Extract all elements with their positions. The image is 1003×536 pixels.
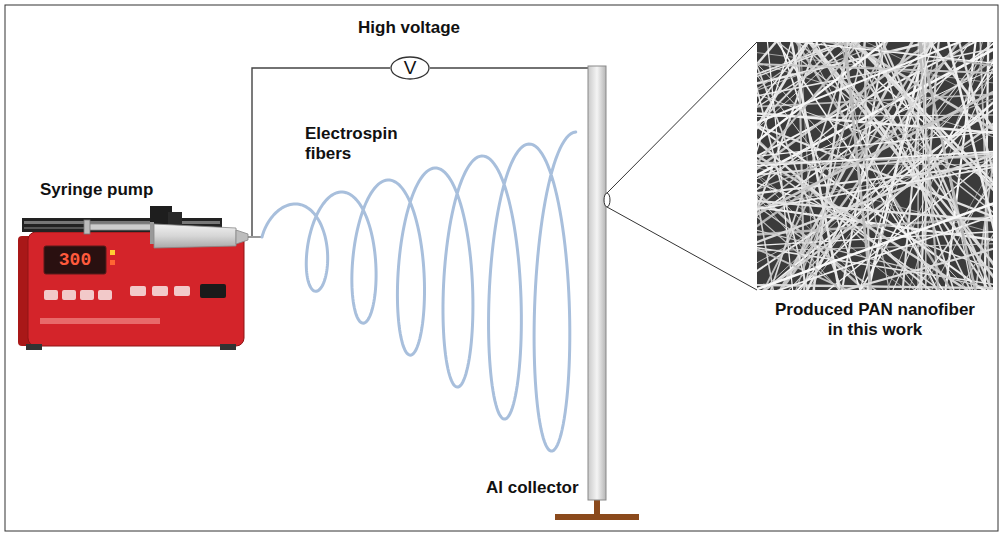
nanofiber-strand	[757, 50, 993, 290]
nanofiber-strand	[917, 42, 919, 290]
meter-ellipse	[391, 57, 429, 79]
nanofiber-strand	[757, 152, 993, 290]
nanofiber-strand	[757, 103, 993, 261]
zoom-line	[607, 42, 757, 193]
nanofiber-strand	[757, 42, 993, 290]
nanofiber-strand	[757, 42, 993, 104]
syringe	[84, 220, 262, 248]
wire	[430, 68, 597, 72]
nanofiber-strand	[757, 42, 993, 290]
nanofiber-strand	[757, 187, 993, 253]
nanofiber-strand	[757, 42, 993, 290]
nanofiber-strand	[757, 232, 993, 256]
nanofiber-strand	[757, 113, 993, 118]
zoom-line	[607, 207, 757, 290]
syringe-pump	[18, 206, 244, 350]
nanofiber-strand	[757, 42, 993, 132]
nanofiber-strand	[757, 42, 993, 290]
pump-label: Syringe pump	[40, 180, 200, 200]
sem-fibers	[757, 42, 993, 290]
voltage-label: High voltage	[358, 18, 488, 38]
nanofiber-strand	[860, 42, 993, 290]
zoom-spot	[604, 193, 610, 207]
fiber-jet-coil	[262, 132, 576, 451]
nanofiber-strand	[757, 87, 993, 152]
voltmeter-circle: V	[390, 56, 430, 80]
nanofiber-strand	[757, 42, 993, 270]
nanofiber-strand	[757, 162, 993, 167]
nanofiber-strand	[925, 42, 927, 290]
nanofiber-strand	[757, 95, 993, 290]
product-label: Produced PAN nanofiber in this work	[770, 300, 980, 340]
collector-base	[555, 514, 639, 520]
node-text: V	[404, 57, 417, 79]
collector-label: Al collector	[486, 478, 586, 498]
collector-stand	[594, 498, 600, 516]
fiber-label: Electrospin fibers	[305, 124, 415, 164]
al-collector-plate	[588, 66, 606, 500]
nanofiber-strand	[757, 42, 993, 290]
pump-display-reading: 300	[44, 250, 106, 270]
